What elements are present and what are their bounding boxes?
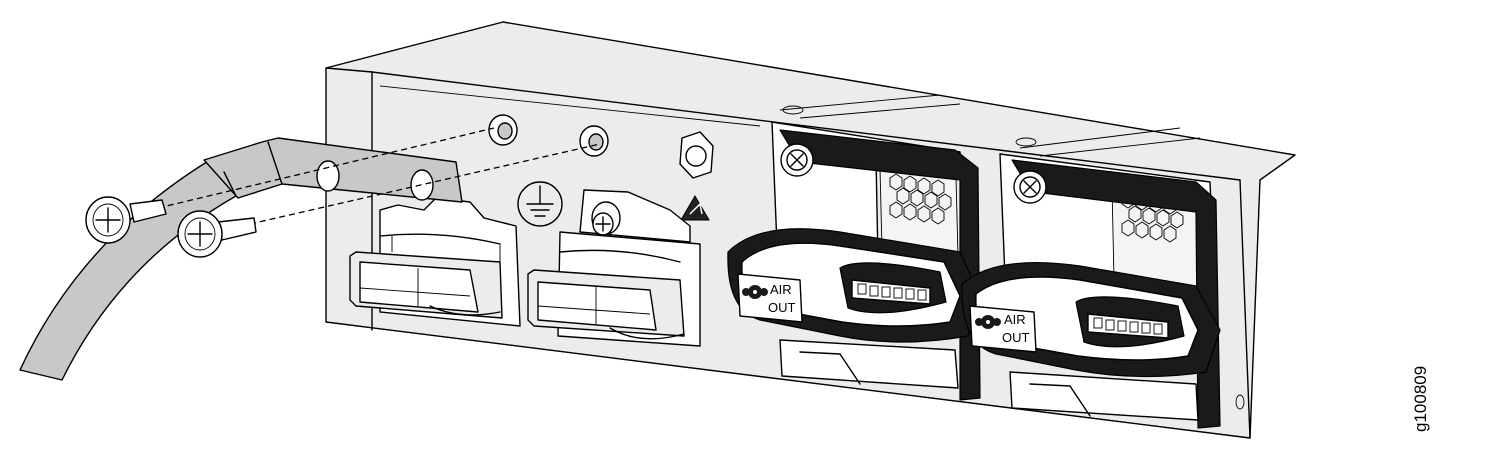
fan-icon (742, 285, 768, 299)
power-connector-2 (527, 231, 701, 347)
ground-symbol-icon (517, 181, 563, 227)
fan-icon (975, 315, 1001, 329)
hex-nut (679, 131, 714, 179)
psu-module-2: AIR OUT (961, 153, 1221, 429)
esd-warning-icon (680, 195, 710, 221)
grounding-studs (488, 114, 609, 157)
psu-module-1: AIR OUT (727, 121, 981, 401)
grounding-cable (19, 137, 463, 381)
psu-2-label-line1: AIR (1004, 312, 1026, 327)
psu-1-label-line1: AIR (770, 282, 792, 297)
screw-icon (85, 196, 167, 244)
alignment-lines (157, 127, 601, 225)
captive-screw (579, 189, 691, 243)
power-connector-1 (349, 197, 521, 327)
figure-id-label: g100809 (1411, 366, 1430, 432)
psu-1-label-line2: OUT (768, 300, 796, 315)
psu-2-label-line2: OUT (1002, 330, 1030, 345)
screw-icon (177, 210, 257, 258)
